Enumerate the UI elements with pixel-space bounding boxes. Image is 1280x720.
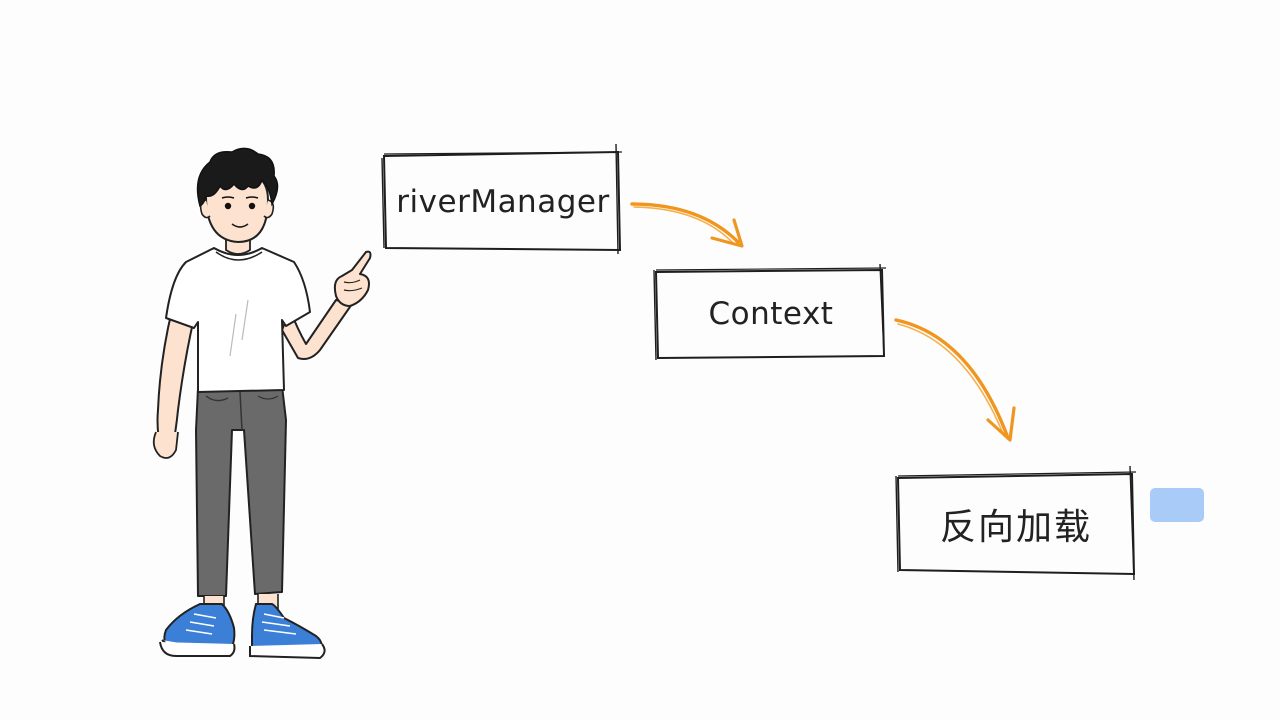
- node-box-driver-manager: [381, 143, 623, 255]
- node-box-context: [653, 263, 887, 361]
- node-label-reverse-loading: 反向加载: [939, 507, 1092, 548]
- right-shoe: [251, 603, 323, 654]
- arrow-context-to-reverse: [894, 318, 1016, 442]
- arrow-driver-to-context: [630, 202, 744, 248]
- node-box-reverse-loading: [895, 465, 1137, 581]
- node-label-driver-manager: riverManager: [396, 184, 610, 220]
- blue-sticky-tag: [1150, 488, 1204, 522]
- pants: [195, 385, 287, 597]
- shirt: [165, 247, 311, 393]
- node-label-context: Context: [708, 296, 834, 332]
- hair: [196, 147, 279, 208]
- pointing-hand: [333, 250, 372, 307]
